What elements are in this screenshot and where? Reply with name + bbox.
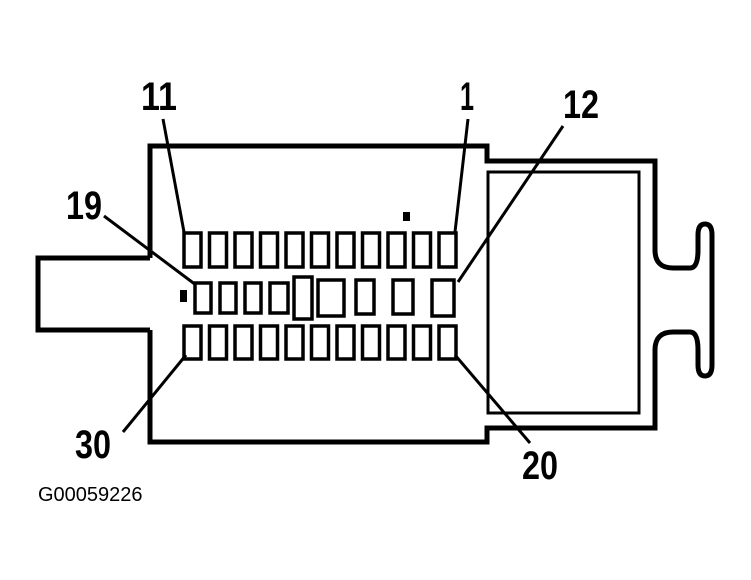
label-pin-11: 11: [141, 75, 177, 119]
pin-cavity-24: [335, 324, 356, 361]
pin-cavity-17: [243, 281, 263, 315]
connector-inner-cavity: [486, 170, 641, 415]
pin-cavity-16: [268, 281, 290, 315]
pin-cavity-28: [233, 324, 254, 361]
pin-cavity-20: [437, 324, 458, 361]
leader-line-11: [161, 118, 186, 233]
leader-line-19: [103, 214, 197, 287]
pin-cavity-14: [354, 278, 376, 316]
pin-cavity-21: [411, 324, 433, 361]
pin-cavity-27: [258, 324, 280, 361]
pin-cavity-6: [309, 231, 331, 269]
pin-cavity-13: [391, 278, 415, 316]
pin-cavity-18: [218, 281, 238, 315]
pin-row-middle: [193, 275, 456, 321]
pin-cavity-2: [411, 231, 433, 269]
connector-body-outline: [147, 143, 715, 445]
pin-cavity-7: [284, 231, 305, 269]
pin-cavity-29: [207, 324, 229, 361]
pin-cavity-15-b: [316, 278, 346, 318]
pin-row-top: [182, 231, 458, 269]
label-pin-19: 19: [66, 184, 102, 228]
figure-id-caption: G00059226: [38, 484, 143, 506]
connector-left-stub: [35, 255, 150, 333]
pin-cavity-25: [309, 324, 331, 361]
label-pin-20: 20: [522, 444, 558, 488]
pin-1-marker-dot: [403, 212, 410, 221]
pin-cavity-12: [430, 278, 456, 318]
pin-19-marker-dot: [180, 290, 187, 302]
pin-cavity-26: [284, 324, 305, 361]
pin-cavity-3: [386, 231, 407, 269]
pin-row-bottom: [182, 324, 458, 361]
pin-cavity-4: [360, 231, 382, 269]
leader-line-30: [121, 354, 188, 433]
pin-cavity-1: [437, 231, 458, 269]
pin-cavity-10: [207, 231, 229, 269]
pin-cavity-5: [335, 231, 356, 269]
leader-line-1: [453, 118, 470, 233]
leader-line-12: [456, 125, 565, 283]
pin-cavity-8: [258, 231, 280, 269]
pin-cavity-30: [182, 324, 203, 361]
pin-cavity-9: [233, 231, 254, 269]
label-pin-12: 12: [563, 83, 599, 127]
label-pin-1: 1: [460, 75, 474, 119]
pin-cavity-15: [292, 275, 314, 321]
pin-cavity-11: [182, 231, 203, 269]
leader-line-20: [453, 354, 532, 444]
pin-cavity-23: [360, 324, 382, 361]
pin-cavity-19: [193, 281, 213, 315]
label-pin-30: 30: [75, 423, 111, 467]
pin-cavity-22: [386, 324, 407, 361]
